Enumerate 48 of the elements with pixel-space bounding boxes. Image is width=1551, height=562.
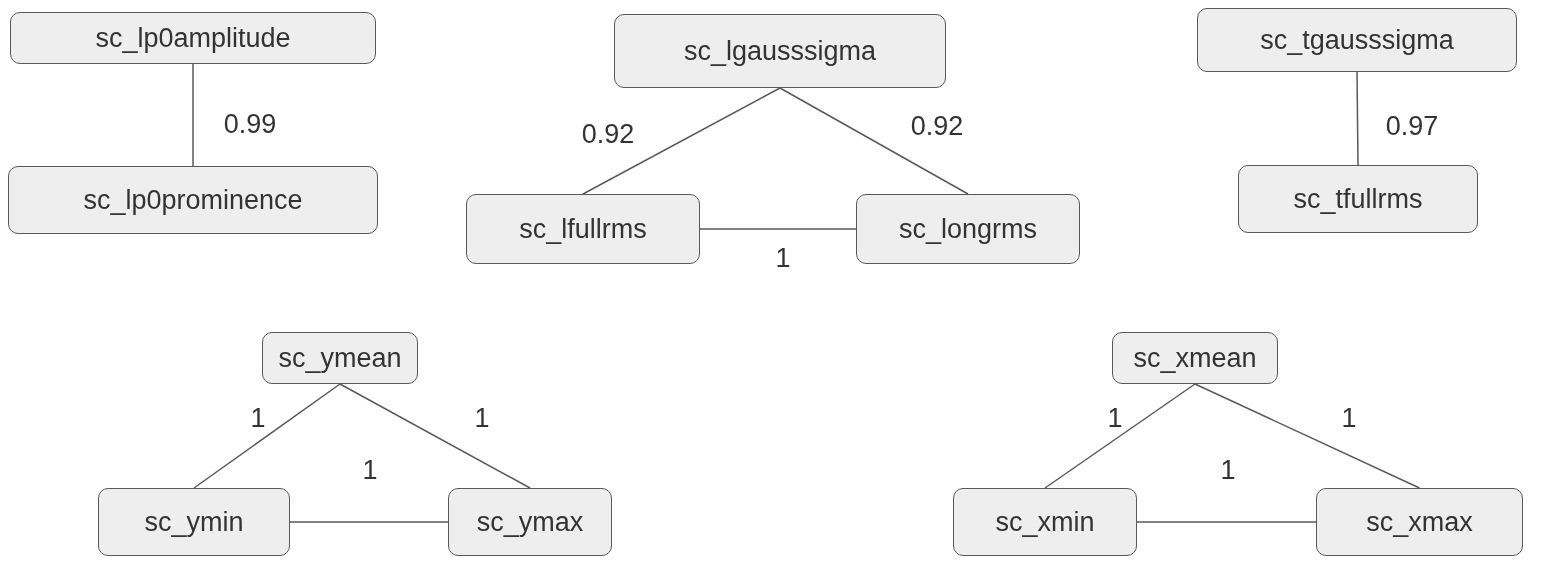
connector-line <box>779 87 969 195</box>
variable-name: sc_xmax <box>1366 506 1473 538</box>
edge-label: 0.92 <box>910 110 964 142</box>
variable-name: sc_xmean <box>1133 342 1257 374</box>
connector-line <box>1136 521 1317 523</box>
variable-name: sc_lp0prominence <box>83 184 303 216</box>
variable-name: sc_ymin <box>144 506 244 538</box>
variable-box <box>614 14 946 88</box>
variable-name: sc_xmin <box>995 506 1095 538</box>
variable-box <box>856 194 1080 264</box>
connector-line <box>1356 71 1359 166</box>
variable-box <box>8 166 378 234</box>
variable-box <box>448 488 612 556</box>
connector-line <box>699 228 857 230</box>
variable-name: sc_tgausssigma <box>1260 24 1454 56</box>
variable-box <box>1112 332 1278 384</box>
variable-name: sc_lfullrms <box>519 213 647 245</box>
variable-box <box>10 12 376 64</box>
variable-box <box>98 488 290 556</box>
connector-line <box>193 383 341 489</box>
edge-label: 0.97 <box>1385 110 1439 142</box>
variable-box <box>262 332 418 384</box>
edge-label: 1 <box>474 402 490 434</box>
edge-label: 1 <box>775 242 791 274</box>
variable-name: sc_ymean <box>278 342 402 374</box>
edge-label: 1 <box>250 402 266 434</box>
variable-box <box>466 194 700 264</box>
variable-box <box>1197 8 1517 72</box>
connector-line <box>339 383 531 489</box>
variable-name: sc_ymax <box>476 506 584 538</box>
variable-name: sc_longrms <box>898 213 1037 245</box>
variable-box <box>1238 165 1478 233</box>
variable-name: sc_lp0amplitude <box>95 22 291 54</box>
edge-label: 1 <box>1341 402 1357 434</box>
variable-box <box>1316 488 1523 556</box>
variable-name: sc_lgausssigma <box>683 35 877 67</box>
edge-label: 0.99 <box>223 108 277 140</box>
edge-label: 1 <box>362 454 378 486</box>
connector-line <box>192 63 194 167</box>
edge-label: 0.92 <box>581 118 635 150</box>
connector-line <box>582 87 781 195</box>
edge-label: 1 <box>1220 454 1236 486</box>
connector-line <box>1194 383 1421 489</box>
connector-line <box>1044 383 1196 489</box>
variable-box <box>953 488 1137 556</box>
edge-label: 1 <box>1107 402 1123 434</box>
variable-name: sc_tfullrms <box>1293 183 1423 215</box>
connector-line <box>289 521 449 523</box>
